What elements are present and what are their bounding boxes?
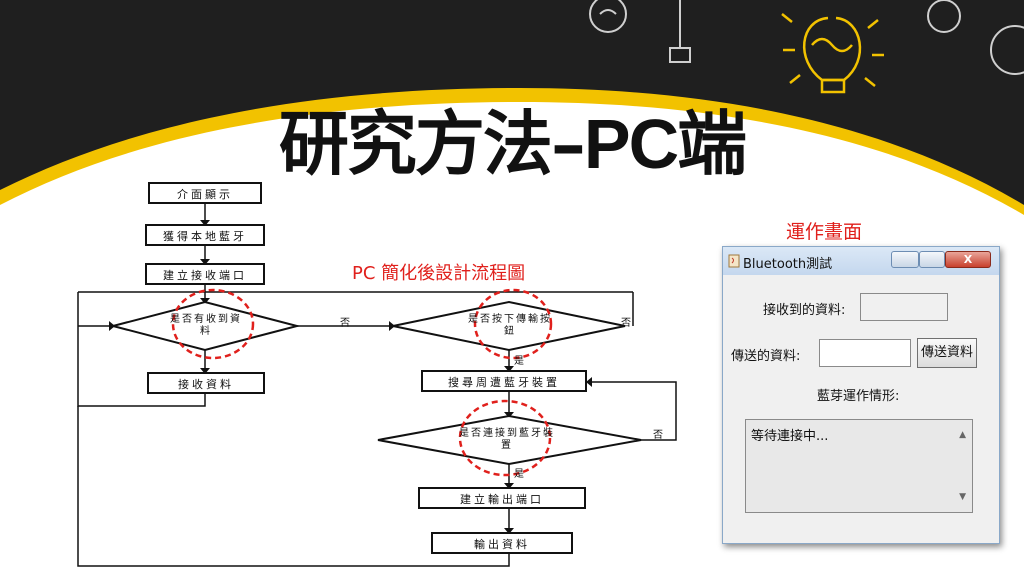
- decision-diamond: [392, 300, 626, 352]
- flow-box: 獲得本地藍牙: [145, 224, 265, 246]
- no-label: 否: [340, 318, 350, 329]
- yes-label: 是: [514, 356, 524, 367]
- send-data-input[interactable]: [819, 339, 911, 367]
- decision-label: 是否連接到藍牙裝置: [459, 428, 555, 451]
- send-data-button[interactable]: 傳送資料: [917, 338, 977, 368]
- yes-label: 是: [514, 469, 524, 480]
- slide-title: 研究方法–PC端: [0, 88, 1024, 189]
- screen-caption: 運作畫面: [786, 221, 863, 243]
- window-titlebar: Bluetooth測試 X: [723, 247, 999, 275]
- flow-box: 搜尋周遭藍牙裝置: [421, 370, 587, 392]
- scroll-down-icon[interactable]: ▼: [959, 492, 966, 502]
- status-text: 等待連接中...: [751, 429, 829, 444]
- flow-box: 接收資料: [147, 372, 265, 394]
- flow-box: 建立接收端口: [145, 263, 265, 285]
- received-data-label: 接收到的資料:: [763, 303, 846, 318]
- close-button[interactable]: X: [945, 251, 991, 268]
- decision-diamond: [377, 414, 642, 466]
- bluetooth-status-label: 藍芽運作情形:: [817, 389, 900, 404]
- slide-title-main: 研究方法–: [278, 102, 586, 185]
- decision-label: 是否有收到資料: [170, 314, 242, 337]
- maximize-button[interactable]: [919, 251, 945, 268]
- minimize-button[interactable]: [891, 251, 919, 268]
- java-icon: [728, 254, 740, 268]
- bluetooth-app-window: Bluetooth測試 X 接收到的資料: 傳送的資料: 傳送資料 藍芽運作情形…: [722, 246, 1000, 544]
- flow-box: 介面顯示: [148, 182, 262, 204]
- window-title: Bluetooth測試: [743, 257, 833, 272]
- flow-box: 建立輸出端口: [418, 487, 586, 509]
- lightbulb-icons: [589, 0, 1024, 75]
- slide-title-suffix: PC端: [583, 105, 747, 183]
- scroll-up-icon[interactable]: ▲: [959, 430, 966, 440]
- decision-label: 是否按下傳輸按鈕: [468, 314, 552, 337]
- flowchart-caption: PC 簡化後設計流程圖: [352, 263, 526, 284]
- lit-lightbulb-icon: [781, 13, 884, 94]
- send-data-label: 傳送的資料:: [731, 349, 801, 364]
- flow-box: 輸出資料: [431, 532, 573, 554]
- bluetooth-status-area[interactable]: 等待連接中... ▲ ▼: [745, 419, 973, 513]
- no-label: 否: [621, 318, 631, 329]
- received-data-field: [860, 293, 948, 321]
- no-label: 否: [653, 430, 663, 441]
